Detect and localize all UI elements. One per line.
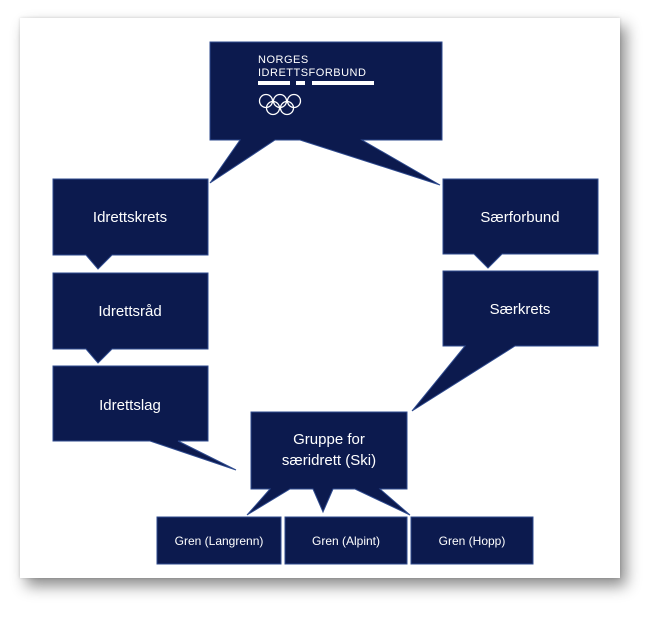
node-saerforbund: Særforbund xyxy=(442,178,599,269)
node-idrettslag: Idrettslag xyxy=(52,365,237,471)
nif-logo-line2: IDRETTSFORBUND xyxy=(258,67,366,79)
gren-alpint-label: Gren (Alpint) xyxy=(312,534,380,548)
idrettslag-label: Idrettslag xyxy=(99,397,161,414)
nif-callout-shape xyxy=(209,41,443,186)
saerforbund-callout-shape xyxy=(442,178,599,269)
node-saerkrets: Særkrets xyxy=(411,270,599,412)
idrettslag-callout-shape xyxy=(52,365,237,471)
nif-logo-bar xyxy=(258,81,374,85)
node-gren-alpint: Gren (Alpint) xyxy=(284,516,408,565)
idrettsrad-callout-shape xyxy=(52,272,209,364)
nif-callout: NORGES IDRETTSFORBUND xyxy=(209,41,443,186)
gren-hopp-label: Gren (Hopp) xyxy=(439,534,506,548)
idrettsrad-label: Idrettsråd xyxy=(98,303,161,320)
gren-langrenn-box xyxy=(156,516,282,565)
olympic-rings-icon xyxy=(258,93,302,116)
idrettskrets-callout-shape xyxy=(52,178,209,270)
gruppe-callout-shape xyxy=(246,411,411,516)
node-gren-hopp: Gren (Hopp) xyxy=(410,516,534,565)
gruppe-label-line2: særidrett (Ski) xyxy=(282,452,376,469)
gruppe-label-line1: Gruppe for xyxy=(293,431,365,448)
saerforbund-label: Særforbund xyxy=(480,209,559,226)
idrettskrets-label: Idrettskrets xyxy=(93,209,167,226)
gren-alpint-box xyxy=(284,516,408,565)
nif-logo-line1: NORGES xyxy=(258,54,309,66)
node-idrettskrets: Idrettskrets xyxy=(52,178,209,270)
node-gruppe-saeridrett: Gruppe for særidrett (Ski) xyxy=(246,411,411,516)
gren-hopp-box xyxy=(410,516,534,565)
node-gren-langrenn: Gren (Langrenn) xyxy=(156,516,282,565)
node-idrettsrad: Idrettsråd xyxy=(52,272,209,364)
gren-langrenn-label: Gren (Langrenn) xyxy=(175,534,264,548)
saerkrets-label: Særkrets xyxy=(490,301,551,318)
saerkrets-callout-shape xyxy=(411,270,599,412)
